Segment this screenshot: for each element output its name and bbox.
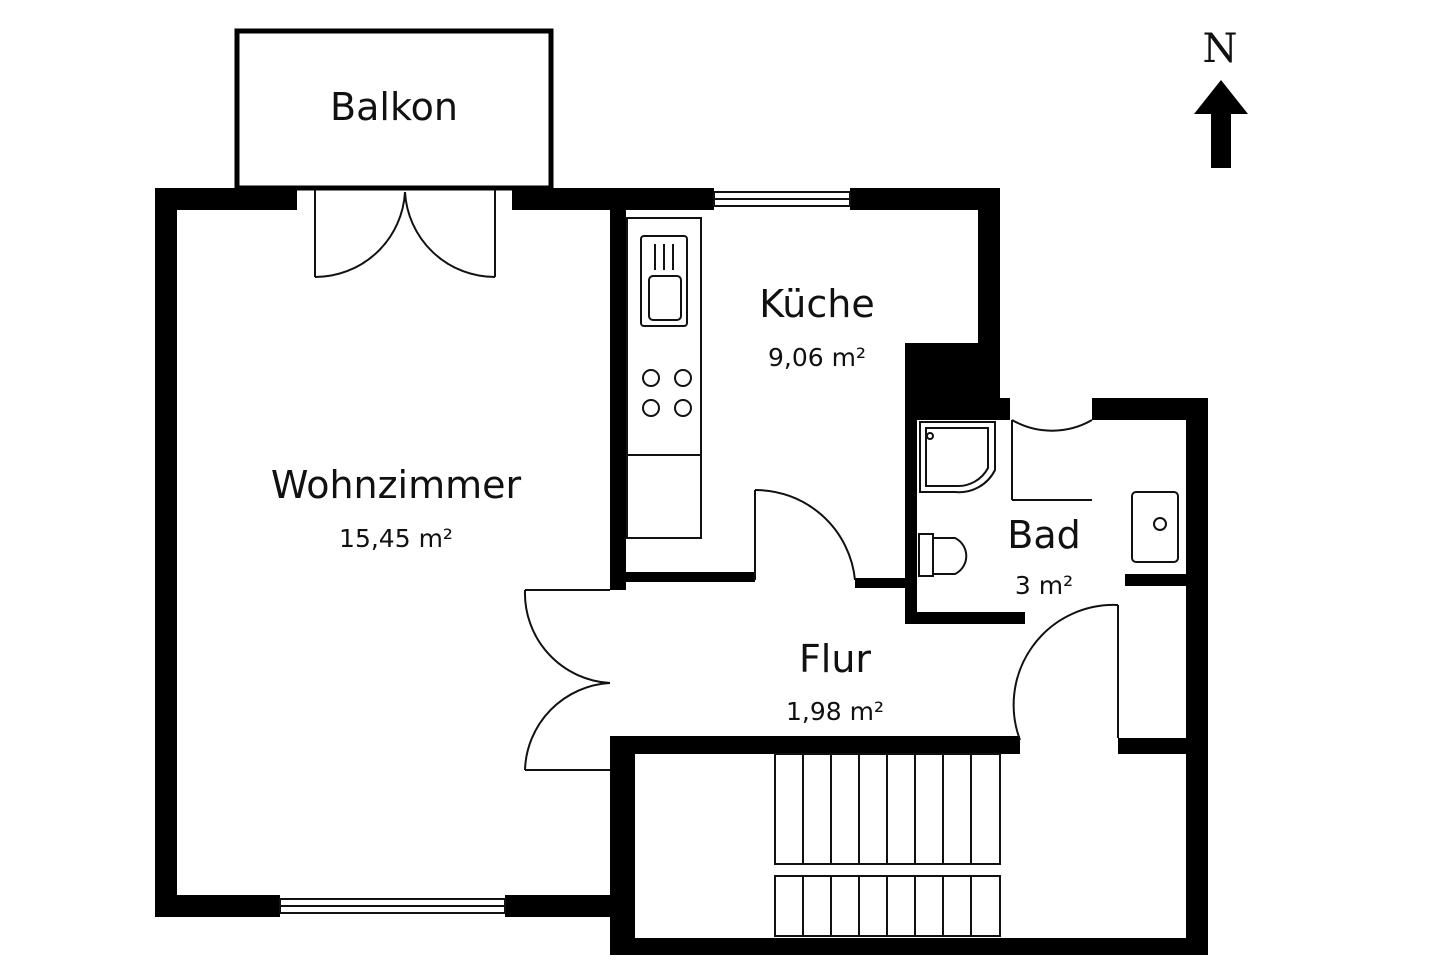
kueche-area: 9,06 m² [768,343,866,372]
bath-fittings [918,421,1179,577]
staircase [774,753,1001,937]
wohnzimmer-area: 15,45 m² [339,524,453,553]
windows [279,191,851,914]
living-room-door [523,589,611,771]
wohnzimmer-label: Wohnzimmer [271,463,522,507]
toilet-icon [918,533,968,577]
kitchen-door [754,488,856,581]
kitchen-counter [626,217,702,539]
flur-label: Flur [799,637,871,681]
compass-label: N [1203,26,1238,72]
kueche-label: Küche [759,282,874,326]
bath-door [1011,419,1093,501]
shower-icon [919,421,996,494]
entrance-door [1012,603,1119,741]
balcony-door [314,190,496,279]
walls [155,188,1208,955]
balcony [234,28,554,191]
room-labels: Balkon Küche 9,06 m² Wohnzimmer 15,45 m²… [271,85,1081,726]
doors [314,190,1119,771]
flur-area: 1,98 m² [786,697,884,726]
north-arrow-icon [1194,80,1248,168]
stove-icon [642,369,692,417]
bad-area: 3 m² [1015,571,1073,600]
washbasin-icon [1131,491,1179,563]
balkon-label: Balkon [330,85,458,129]
sink-icon [648,244,682,321]
north-arrow: N [1194,26,1248,168]
bad-label: Bad [1007,513,1080,557]
